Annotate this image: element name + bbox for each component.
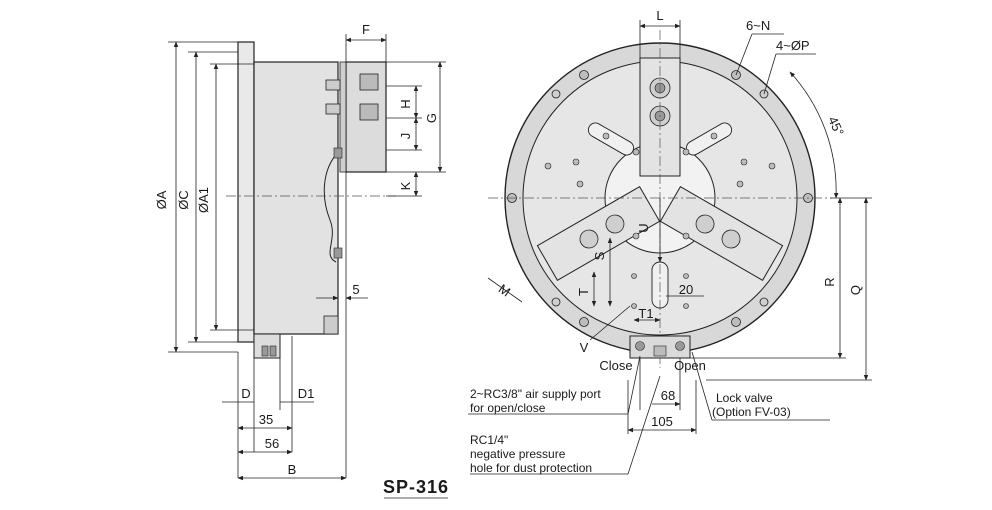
label-35: 35 (259, 412, 273, 427)
label-s: S (592, 251, 607, 260)
face-small-holes (544, 132, 776, 309)
label-l: L (656, 8, 663, 23)
label-j: J (398, 133, 413, 140)
label-t: T (576, 288, 591, 296)
label-open: Open (674, 358, 706, 373)
label-v: V (580, 340, 589, 355)
note-rc-3: hole for dust protection (470, 461, 592, 475)
label-20: 20 (679, 282, 693, 297)
model-label: SP-316 (383, 477, 449, 497)
label-h: H (398, 99, 413, 108)
label-68: 68 (661, 388, 675, 403)
label-r: R (822, 277, 837, 286)
label-close: Close (599, 358, 632, 373)
label-p-holes: 4~ØP (776, 38, 810, 53)
bottom-ports (629, 335, 691, 359)
label-u: U (636, 223, 651, 232)
label-56: 56 (265, 436, 279, 451)
label-t1: T1 (638, 306, 653, 321)
annotations: 2~RC3/8" air supply port for open/close … (470, 387, 791, 475)
label-dia-c: ØC (176, 190, 191, 210)
note-rc-2: negative pressure (470, 447, 566, 461)
label-b: B (288, 462, 297, 477)
label-5: 5 (352, 282, 359, 297)
label-f: F (362, 22, 370, 37)
label-dia-a1: ØA1 (196, 187, 211, 213)
side-view: ØA ØC ØA1 F G H J K 5 D (154, 22, 446, 481)
fittings (325, 73, 379, 121)
label-k: K (398, 181, 413, 190)
note-rc-1: RC1/4" (470, 433, 508, 447)
note-lock-valve-2: (Option FV-03) (712, 405, 791, 419)
label-d1: D1 (298, 386, 315, 401)
label-n-holes: 6~N (746, 18, 770, 33)
label-dia-a: ØA (154, 190, 169, 209)
label-g: G (424, 113, 439, 123)
jaw-lower-left (659, 185, 784, 282)
front-view: L 6~N 4~ØP 45° U S T T1 20 M V (468, 8, 872, 475)
note-air-supply-2: for open/close (470, 401, 546, 415)
label-d: D (241, 386, 250, 401)
note-air-supply-1: 2~RC3/8" air supply port (470, 387, 601, 401)
chuck-body (253, 61, 339, 335)
note-lock-valve-1: Lock valve (716, 391, 773, 405)
label-angle: 45° (825, 114, 847, 138)
label-q: Q (848, 285, 863, 295)
label-105: 105 (651, 414, 673, 429)
air-hose (323, 149, 341, 263)
label-m: M (496, 281, 513, 300)
flange-plate (237, 41, 255, 343)
